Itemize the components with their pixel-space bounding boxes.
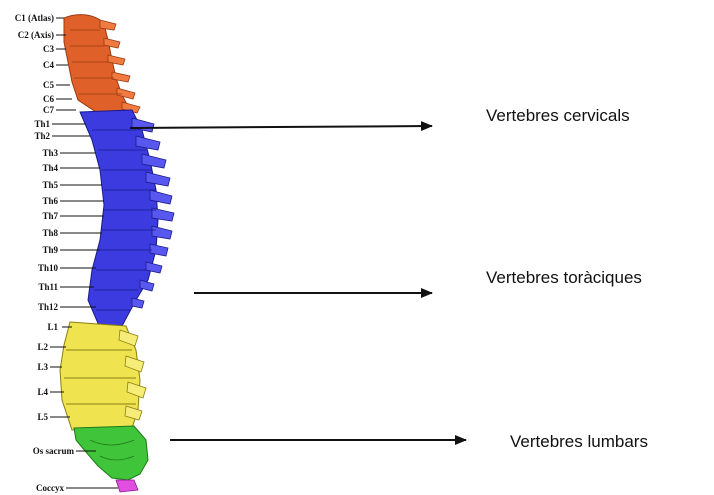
vertebra-label: Th1: [34, 119, 50, 129]
callout-lumbar: Vertebres lumbars: [510, 432, 648, 452]
callout-cervical: Vertebres cervicals: [486, 106, 630, 126]
vertebra-label: C6: [43, 94, 54, 104]
vertebra-label: Th11: [38, 282, 58, 292]
vertebra-label: L5: [37, 412, 48, 422]
vertebra-label: Coccyx: [36, 483, 64, 493]
spine-illustration: [60, 15, 174, 492]
vertebra-label: C3: [43, 44, 54, 54]
vertebra-label: C1 (Atlas): [15, 13, 54, 23]
vertebra-label: Th6: [42, 196, 58, 206]
vertebra-label: L3: [37, 362, 48, 372]
vertebra-label: Th7: [42, 211, 58, 221]
vertebra-label: L2: [37, 342, 48, 352]
cervical-arrow: [130, 126, 432, 128]
vertebra-label: Os sacrum: [33, 446, 75, 456]
vertebra-label: Th8: [42, 228, 58, 238]
vertebra-label: Th5: [42, 180, 58, 190]
vertebra-label: Th10: [38, 263, 59, 273]
cervical-region: [64, 15, 140, 113]
vertebra-label: L4: [37, 387, 48, 397]
vertebra-label: C4: [43, 60, 54, 70]
vertebra-label: L1: [47, 322, 58, 332]
lumbar-region: [60, 322, 146, 430]
vertebra-label: Th12: [38, 302, 59, 312]
vertebra-label: Th4: [42, 163, 58, 173]
vertebra-label: Th2: [34, 131, 50, 141]
callout-thoracic: Vertebres toràciques: [486, 268, 642, 288]
sacrum-region: [74, 426, 148, 480]
vertebra-label: Th3: [42, 148, 58, 158]
vertebra-label: C5: [43, 80, 54, 90]
vertebra-label: Th9: [42, 245, 58, 255]
vertebra-label: C7: [43, 105, 54, 115]
thoracic-region: [80, 110, 174, 328]
vertebra-label: C2 (Axis): [18, 30, 54, 40]
coccyx-region: [116, 480, 138, 492]
